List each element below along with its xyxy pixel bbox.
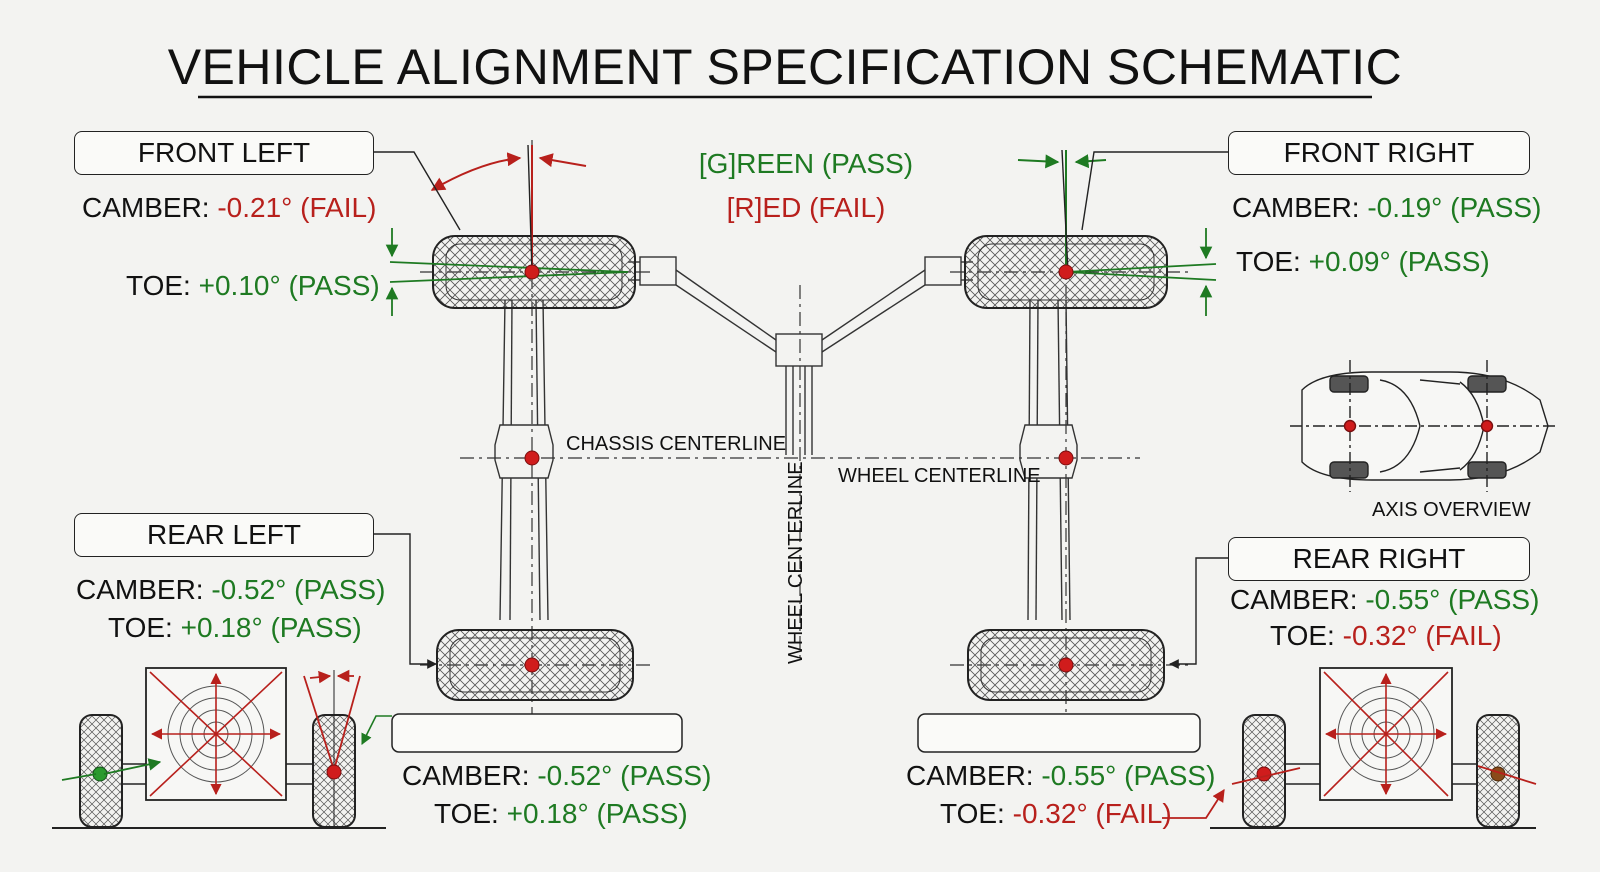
rear-right-camber-label: CAMBER: xyxy=(1230,584,1358,615)
axis-overview-car xyxy=(1290,360,1556,492)
rear-left-camber-value: -0.52° (PASS) xyxy=(211,574,386,605)
axis-overview-label: AXIS OVERVIEW xyxy=(1372,499,1531,521)
rear-left-lower-camber-value: -0.52° (PASS) xyxy=(537,760,712,791)
rear-right-label-box: REAR RIGHT xyxy=(1228,537,1530,581)
legend-green: [G]REEN (PASS) xyxy=(698,148,914,179)
front-left-camber-value: -0.21° (FAIL) xyxy=(217,192,377,223)
page-title: VEHICLE ALIGNMENT SPECIFICATION SCHEMATI… xyxy=(167,39,1403,95)
rear-left-label-box: REAR LEFT xyxy=(74,513,374,557)
front-right-toe-indicator xyxy=(1065,228,1217,316)
rear-right-side-detail xyxy=(1162,667,1537,829)
wheel-centerline-horizontal-label: WHEEL CENTERLINE xyxy=(838,465,1041,487)
front-left-toe-indicator xyxy=(385,228,629,316)
rear-left-lower-camber: CAMBER: -0.52° (PASS) xyxy=(402,762,711,790)
rear-left-side-detail xyxy=(52,667,392,829)
front-right-camber: CAMBER: -0.19° (PASS) xyxy=(1232,194,1541,222)
rear-left-toe: TOE: +0.18° (PASS) xyxy=(108,614,362,642)
rear-right-camber: CAMBER: -0.55° (PASS) xyxy=(1230,586,1539,614)
front-right-camber-indicator xyxy=(1017,149,1107,273)
rear-left-camber-label: CAMBER: xyxy=(76,574,204,605)
wheel-center-markers xyxy=(524,264,1074,673)
front-left-toe: TOE: +0.10° (PASS) xyxy=(126,272,380,300)
rear-left-lower-toe-value: +0.18° (PASS) xyxy=(506,798,688,829)
rear-left-toe-value: +0.18° (PASS) xyxy=(180,612,362,643)
front-left-camber-label: CAMBER: xyxy=(82,192,210,223)
front-left-label-box: FRONT LEFT xyxy=(74,131,374,175)
rear-left-toe-label: TOE: xyxy=(108,612,173,643)
rear-right-lower-toe: TOE: -0.32° (FAIL) xyxy=(940,800,1172,828)
front-right-label: FRONT RIGHT xyxy=(1283,137,1475,168)
rear-right-lower-camber: CAMBER: -0.55° (PASS) xyxy=(906,762,1215,790)
rear-right-lower-toe-value: -0.32° (FAIL) xyxy=(1012,798,1172,829)
rear-right-camber-value: -0.55° (PASS) xyxy=(1365,584,1540,615)
front-left-camber-indicator xyxy=(430,144,587,273)
leader-lines xyxy=(374,151,1228,669)
rear-left-empty-box xyxy=(391,713,683,753)
chassis-centerline-label: CHASSIS CENTERLINE xyxy=(566,433,787,455)
front-left-toe-label: TOE: xyxy=(126,270,191,301)
rear-left-label: REAR LEFT xyxy=(146,519,302,550)
rear-right-toe-label: TOE: xyxy=(1270,620,1335,651)
rear-right-lower-camber-label: CAMBER: xyxy=(906,760,1034,791)
rear-left-lower-toe: TOE: +0.18° (PASS) xyxy=(434,800,688,828)
front-right-label-box: FRONT RIGHT xyxy=(1228,131,1530,175)
rear-right-label: REAR RIGHT xyxy=(1292,543,1466,574)
front-left-toe-value: +0.10° (PASS) xyxy=(198,270,380,301)
rear-right-toe-value: -0.32° (FAIL) xyxy=(1342,620,1502,651)
rear-right-toe: TOE: -0.32° (FAIL) xyxy=(1270,622,1502,650)
front-right-toe-value: +0.09° (PASS) xyxy=(1308,246,1490,277)
rear-left-camber: CAMBER: -0.52° (PASS) xyxy=(76,576,385,604)
front-left-label: FRONT LEFT xyxy=(137,137,311,168)
front-right-camber-label: CAMBER: xyxy=(1232,192,1360,223)
rear-left-lower-toe-label: TOE: xyxy=(434,798,499,829)
legend-red: [R]ED (FAIL) xyxy=(726,192,886,223)
rear-right-empty-box xyxy=(917,713,1201,753)
front-right-toe-label: TOE: xyxy=(1236,246,1301,277)
rear-right-lower-camber-value: -0.55° (PASS) xyxy=(1041,760,1216,791)
front-left-camber: CAMBER: -0.21° (FAIL) xyxy=(82,194,376,222)
chassis-frame xyxy=(494,256,1078,621)
front-right-camber-value: -0.19° (PASS) xyxy=(1367,192,1542,223)
front-right-toe: TOE: +0.09° (PASS) xyxy=(1236,248,1490,276)
rear-left-lower-camber-label: CAMBER: xyxy=(402,760,530,791)
rear-right-lower-toe-label: TOE: xyxy=(940,798,1005,829)
wheel-centerline-vertical-label: WHEEL CENTERLINE xyxy=(785,461,807,664)
